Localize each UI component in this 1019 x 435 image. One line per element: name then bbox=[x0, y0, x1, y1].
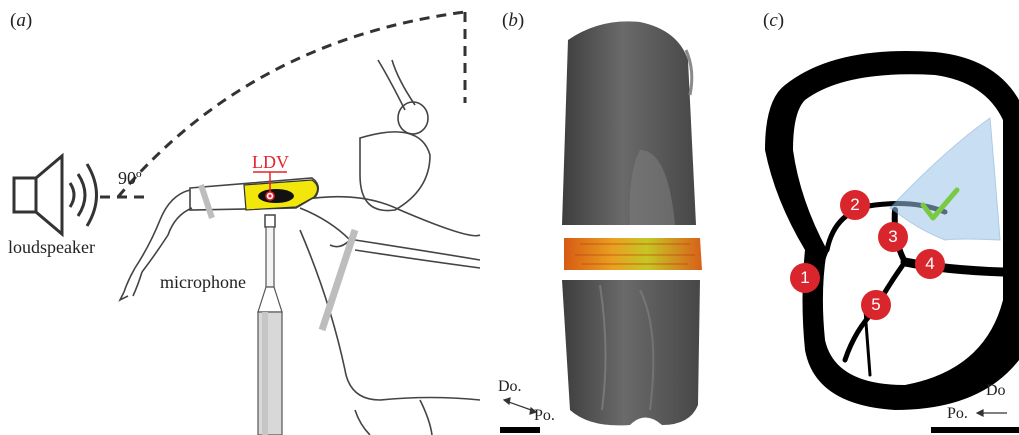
cross-section-drawing bbox=[745, 0, 1019, 435]
orientation-arrows-icon bbox=[977, 410, 1007, 416]
axis-dorsal-label: Do. bbox=[498, 378, 522, 396]
section-slice bbox=[564, 238, 702, 270]
loudspeaker-label: loudspeaker bbox=[8, 237, 95, 258]
micro-ct-volume bbox=[490, 0, 740, 435]
axis-posterior-label: Po. bbox=[534, 407, 555, 425]
microphone-label: microphone bbox=[160, 272, 246, 293]
ldv-label: LDV bbox=[252, 152, 289, 173]
marker-1: 1 bbox=[790, 263, 820, 293]
angle-label: 90º bbox=[118, 168, 142, 189]
marker-3: 3 bbox=[878, 222, 908, 252]
lower-volume bbox=[562, 280, 700, 425]
scale-bar bbox=[931, 427, 1019, 433]
loudspeaker-icon bbox=[14, 156, 97, 234]
scale-bar bbox=[500, 427, 540, 433]
marker-4: 4 bbox=[915, 249, 945, 279]
marker-5: 5 bbox=[861, 290, 891, 320]
marker-2: 2 bbox=[840, 190, 870, 220]
blue-wedge bbox=[890, 118, 1000, 240]
cut-bar-thorax bbox=[322, 230, 355, 330]
cut-bar-proximal bbox=[201, 185, 212, 218]
orientation-arrows-icon bbox=[504, 398, 536, 414]
axis-posterior-label: Po. bbox=[947, 405, 968, 423]
experimental-setup-drawing bbox=[0, 0, 480, 435]
panel-a: (a) bbox=[0, 0, 480, 435]
panel-b: (b) bbox=[490, 0, 740, 435]
microphone-icon bbox=[258, 215, 282, 435]
angle-arc bbox=[118, 12, 465, 197]
axis-dorsal-label: Do bbox=[986, 382, 1006, 400]
insect-outline bbox=[120, 60, 480, 435]
spiracle bbox=[258, 189, 294, 203]
upper-volume bbox=[562, 21, 696, 225]
